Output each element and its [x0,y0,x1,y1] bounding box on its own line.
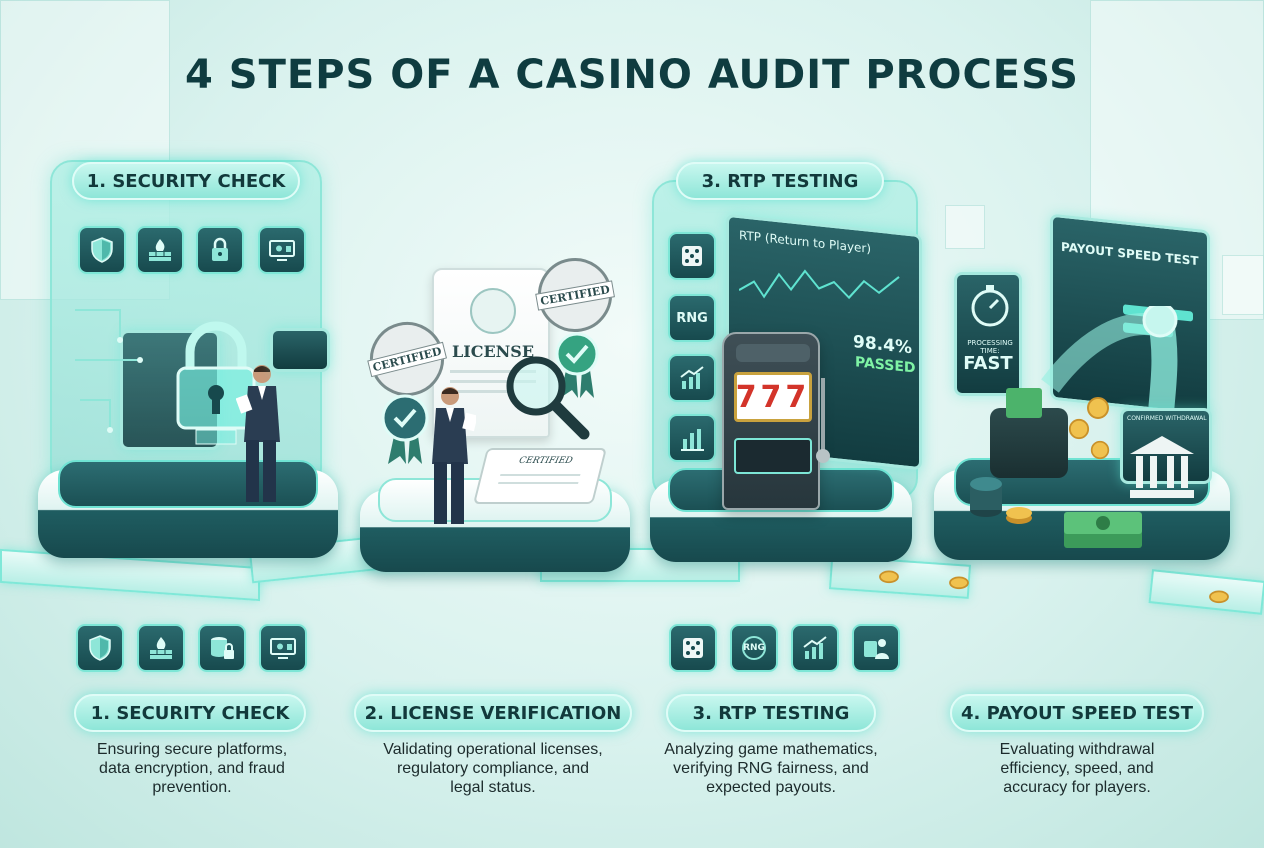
rng-label: RNG [676,310,708,326]
rtp-screen: RTP (Return to Player) 98.4% PASSED [726,213,922,471]
cash-stack-icon [1064,512,1142,548]
certified-stamp-text: CERTIFIED [534,279,616,311]
rng-label: RNG [743,643,765,653]
slot-reels: 777 [734,372,812,422]
seal-icon [470,288,516,334]
page-title: 4 STEPS OF A CASINO AUDIT PROCESS [185,52,1079,98]
description-line: data encryption, and fraud [99,760,285,777]
license-text: LICENSE [451,342,535,361]
monitor-settings-icon [259,624,307,672]
clipboard-text: CERTIFIED [517,456,574,466]
timer-screen: PROCESSING TIME: FAST [954,272,1022,396]
description-line: accuracy for players. [1003,779,1151,796]
withdrawal-label: CONFIRMED WITHDRAWAL [1127,415,1207,422]
step4-label: 4. PAYOUT SPEED TEST [950,694,1204,732]
description-line: expected payouts. [706,779,836,796]
gold-coin-icon [1209,590,1229,604]
shield-icon [78,226,126,274]
checkmark-badge-icon [381,394,429,464]
processing-label: PROCESSING TIME: [967,339,1013,355]
step4-description: Evaluating withdrawal efficiency, speed,… [927,740,1227,797]
step3-panel-label: 3. RTP TESTING [676,162,884,200]
dice-icon [669,624,717,672]
step1-description: Ensuring secure platforms, data encrypti… [42,740,342,797]
circuit-lines [75,309,143,433]
firewall-icon [136,226,184,274]
chart-up-icon [791,624,839,672]
magnifier-icon [506,356,590,440]
gold-coin-icon [1087,397,1109,419]
background-cube [945,205,985,249]
description-line: Ensuring secure platforms, [96,741,288,758]
dice-icon [668,232,716,280]
step1-label: 1. SECURITY CHECK [74,694,306,732]
auditor-figure [432,387,476,524]
slot-symbols: 777 [735,379,811,415]
gold-coin-icon [879,570,899,584]
description-line: Analyzing game mathematics, [664,741,878,758]
checkmark-badge-icon [555,332,599,398]
connector-path [1148,569,1264,615]
slot-fruit-panel [734,438,812,474]
step3-description: Analyzing game mathematics, verifying RN… [621,740,921,797]
description-line: Evaluating withdrawal [999,741,1155,758]
gold-coin-icon [949,576,969,590]
lock-hologram-icon [176,321,256,445]
stopwatch-icon [971,285,1009,327]
auditor-figure [236,365,280,502]
coin-stack-icon [970,477,1002,517]
description-line: Validating operational licenses, [383,741,603,758]
step2-label: 2. LICENSE VERIFICATION [354,694,632,732]
background-cube [1222,255,1264,315]
step1-panel-label: 1. SECURITY CHECK [72,162,300,200]
step2-description: Validating operational licenses, regulat… [343,740,643,797]
description-line: verifying RNG fairness, and [673,760,869,777]
description-line: efficiency, speed, and [1000,760,1154,777]
firewall-icon [137,624,185,672]
database-lock-icon [198,624,246,672]
certified-stamp-text: CERTIFIED [366,341,448,377]
chart-up-icon [668,354,716,402]
description-line: regulatory compliance, and [396,760,590,777]
slot-machine: 777 [722,332,820,510]
certified-clipboard: CERTIFIED [473,448,607,504]
gold-coin-icon [1090,440,1110,460]
gold-coin-icon [1068,418,1090,440]
description-line: prevention. [152,779,232,796]
gold-coin-icon [1006,507,1032,524]
rtp-line-chart [739,269,900,300]
payout-screen-title: PAYOUT SPEED TEST [1061,239,1199,269]
processing-value: FAST [963,353,1013,374]
rng-icon: RNG [668,294,716,342]
description-line: legal status. [450,779,536,796]
fingerprint-screen [270,328,330,372]
monitor-settings-icon [258,226,306,274]
wallet-icon [990,388,1068,478]
person-badge-icon [852,624,900,672]
rng-icon: RNG [730,624,778,672]
bar-chart-icon [668,414,716,462]
shield-icon [76,624,124,672]
lock-icon [196,226,244,274]
slot-lever [816,378,830,463]
step3-label: 3. RTP TESTING [666,694,876,732]
bank-icon [1130,436,1194,498]
